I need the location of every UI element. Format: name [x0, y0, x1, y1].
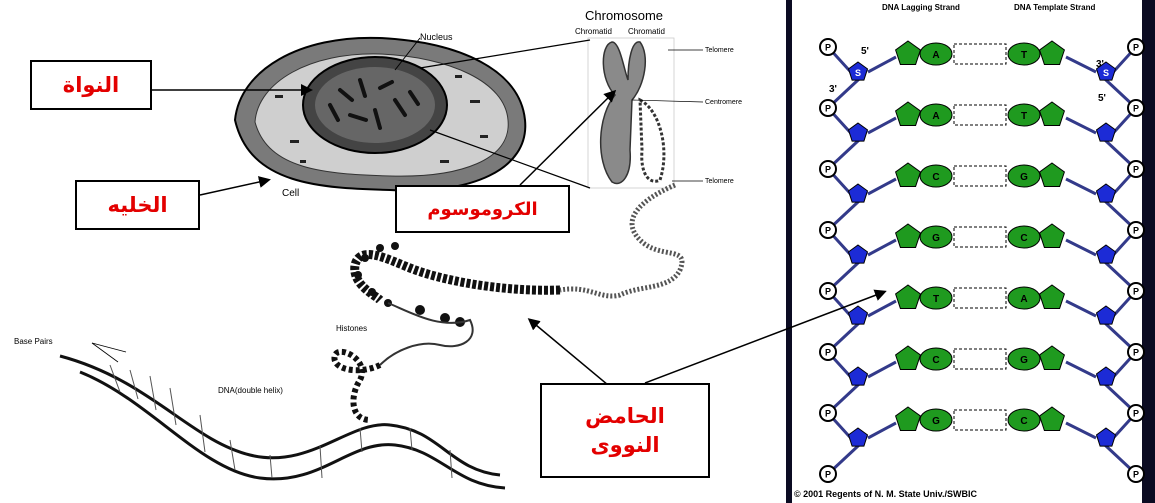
prime-5-left: 5' [861, 46, 869, 57]
phosphate-label-right-3: P [1133, 226, 1139, 236]
phosphate-label-left-0: P [825, 43, 831, 53]
chromatid-caption-2: Chromatid [628, 27, 665, 36]
base-left-letter-5: C [932, 355, 939, 366]
dna-helix-caption: DNA(double helix) [218, 386, 283, 395]
base-left-letter-0: A [932, 50, 939, 61]
nucleus-caption: Nucleus [420, 32, 453, 42]
phosphate-label-left-3: P [825, 226, 831, 236]
base-left-letter-2: C [932, 172, 939, 183]
phosphate-label-right-1: P [1133, 104, 1139, 114]
base-right-letter-5: G [1020, 355, 1028, 366]
cell-illustration-panel: Nucleus Cell Chromosome Chromatid Chroma… [0, 0, 786, 503]
centromere-caption: Centromere [705, 99, 742, 106]
dna-ladder-panel: DNA Lagging Strand DNA Template Strand 5… [786, 0, 1155, 503]
lagging-strand-header: DNA Lagging Strand [882, 3, 960, 12]
cell-caption: Cell [282, 188, 299, 199]
template-strand-header: DNA Template Strand [1014, 3, 1095, 12]
phosphate-label-right-4: P [1133, 287, 1139, 297]
base-right-letter-6: C [1020, 416, 1027, 427]
base-left-letter-1: A [932, 111, 939, 122]
nucleic-acid-arabic-line1: الحامض [585, 402, 665, 430]
dna-ladder: DNA Lagging Strand DNA Template Strand 5… [786, 0, 1155, 503]
histones-caption: Histones [336, 324, 367, 333]
cell-arabic-label: الخليه [75, 180, 200, 230]
phosphate-label-right-6: P [1133, 409, 1139, 419]
telomere-bottom-caption: Telomere [705, 178, 734, 185]
phosphate-label-left-1: P [825, 104, 831, 114]
base-pairs-caption: Base Pairs [14, 337, 53, 346]
chromatid-caption-1: Chromatid [575, 27, 612, 36]
telomere-top-caption: Telomere [705, 47, 734, 54]
nucleus-arabic-label: النواة [30, 60, 152, 110]
phosphate-label-left-4: P [825, 287, 831, 297]
phosphate-label-left-5: P [825, 348, 831, 358]
prime-3-left: 3' [829, 84, 837, 95]
phosphate-label-left-7: P [825, 470, 831, 480]
chromosome-arrow [520, 92, 614, 185]
phosphate-label-right-7: P [1133, 470, 1139, 480]
copyright-note: © 2001 Regents of N. M. State Univ./SWBI… [794, 489, 977, 499]
sugar-right-letter: S [1103, 68, 1109, 78]
chromosome-arabic-text: الكروموسوم [427, 199, 537, 220]
prime-5-right: 5' [1098, 93, 1106, 104]
base-right-letter-2: G [1020, 172, 1028, 183]
base-right-letter-3: C [1020, 233, 1027, 244]
chromosome-arabic-label: الكروموسوم [395, 185, 570, 233]
chromosome-title: Chromosome [585, 8, 663, 23]
base-right-letter-1: T [1021, 111, 1027, 122]
nucleus-arabic-text: النواة [63, 73, 119, 97]
nucleic-acid-arabic-line2: النووى [590, 431, 659, 459]
phosphate-label-right-2: P [1133, 165, 1139, 175]
nucleic-acid-arabic-label: الحامض النووى [540, 383, 710, 478]
base-left-letter-4: T [933, 294, 939, 305]
phosphate-label-left-2: P [825, 165, 831, 175]
base-right-letter-0: T [1021, 50, 1027, 61]
sugar-left-letter: S [855, 68, 861, 78]
cell-arrow [200, 180, 268, 195]
phosphate-label-right-0: P [1133, 43, 1139, 53]
base-right-letter-4: A [1020, 294, 1027, 305]
base-left-letter-3: G [932, 233, 940, 244]
chromosome-shape [601, 42, 646, 184]
cell-arabic-text: الخليه [107, 193, 167, 217]
phosphate-label-right-5: P [1133, 348, 1139, 358]
phosphate-label-left-6: P [825, 409, 831, 419]
base-left-letter-6: G [932, 416, 940, 427]
